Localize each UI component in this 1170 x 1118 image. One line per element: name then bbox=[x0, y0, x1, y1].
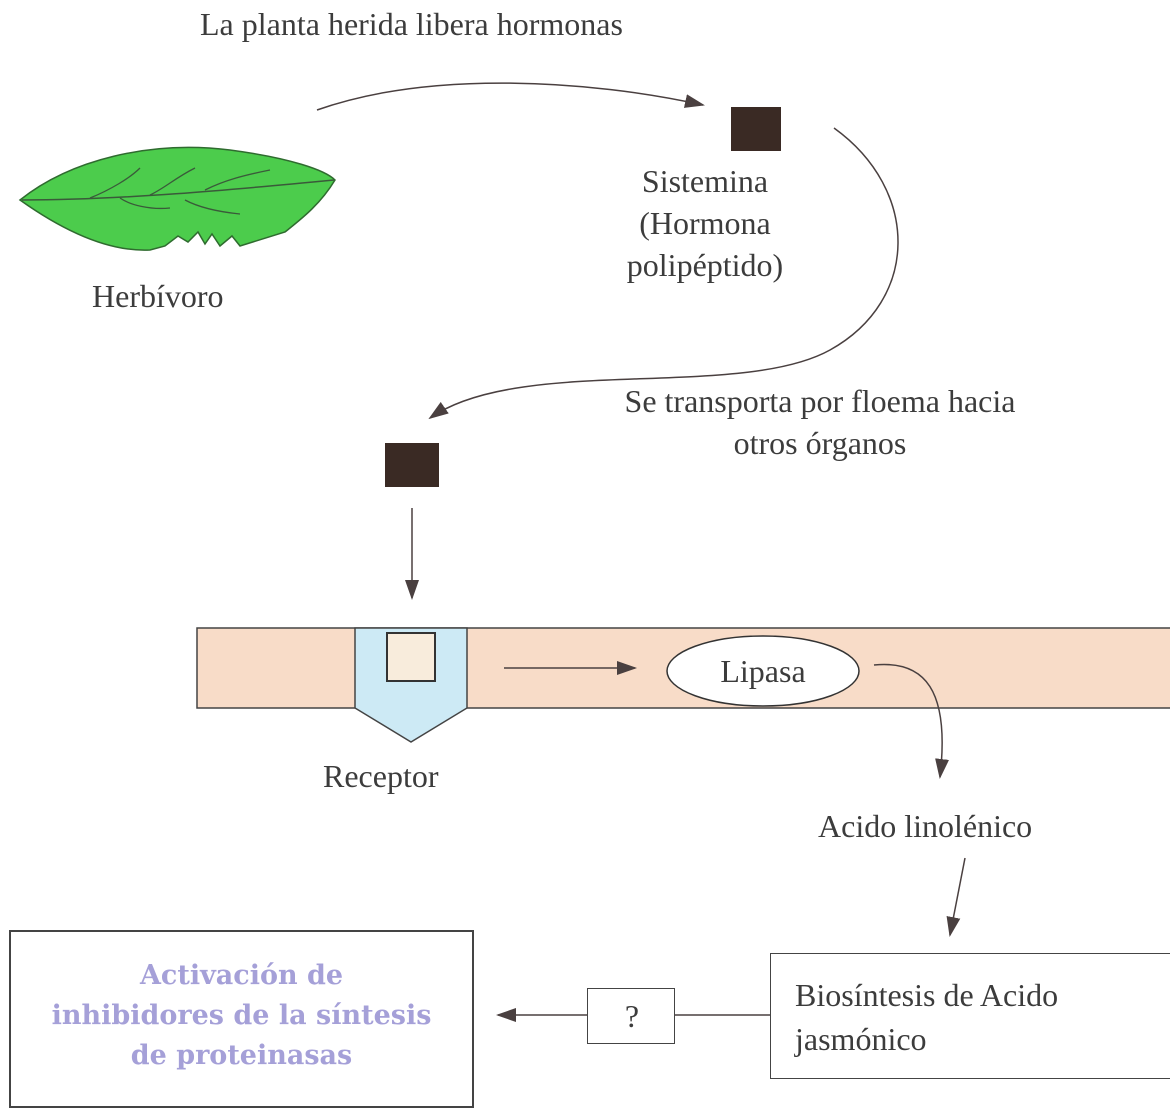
transport-label-line2: otros órganos bbox=[733, 425, 907, 461]
receptor-icon bbox=[354, 627, 468, 743]
systemin-label: Sistemina (Hormona polipéptido) bbox=[600, 160, 810, 286]
receptor-binding-site bbox=[386, 632, 436, 682]
systemin-square-icon bbox=[731, 107, 781, 151]
transport-label: Se transporta por floema hacia otros órg… bbox=[570, 380, 1070, 464]
unknown-step-box: ? bbox=[587, 988, 675, 1044]
leaf-icon bbox=[18, 146, 336, 251]
top-caption: La planta herida libera hormonas bbox=[200, 6, 623, 42]
arrow-to-biosynthesis bbox=[946, 857, 966, 937]
lipase-label: Lipasa bbox=[720, 653, 806, 689]
transport-label-line1: Se transporta por floema hacia bbox=[624, 383, 1016, 419]
result-box: Activación de inhibidores de la síntesis… bbox=[9, 930, 474, 1108]
herbivore-label: Herbívoro bbox=[92, 278, 224, 314]
systemin-label-line1: Sistemina bbox=[641, 163, 769, 199]
transported-systemin-square-icon bbox=[385, 443, 439, 487]
biosynthesis-box: Biosíntesis de Acido jasmónico bbox=[770, 953, 1170, 1079]
lipase-ellipse bbox=[666, 635, 860, 707]
systemin-label-line3: polipéptido) bbox=[626, 247, 784, 283]
linolenic-acid-label: Acido linolénico bbox=[818, 808, 1033, 844]
arrow-to-linolenic bbox=[873, 663, 950, 779]
arrow-release bbox=[316, 82, 705, 111]
result-text-line2: inhibidores de la síntesis bbox=[51, 1000, 432, 1031]
receptor-label: Receptor bbox=[323, 758, 439, 794]
biosynthesis-label-line1: Biosíntesis de Acido bbox=[795, 977, 1059, 1013]
result-text-line3: de proteinasas bbox=[130, 1040, 353, 1071]
result-text-line1: Activación de bbox=[139, 960, 344, 991]
result-text: Activación de inhibidores de la síntesis… bbox=[11, 956, 472, 1076]
biosynthesis-label-line2: jasmónico bbox=[795, 1021, 927, 1057]
arrow-transport bbox=[428, 127, 899, 420]
unknown-step-label: ? bbox=[624, 998, 640, 1034]
systemin-label-line2: (Hormona bbox=[639, 205, 771, 241]
